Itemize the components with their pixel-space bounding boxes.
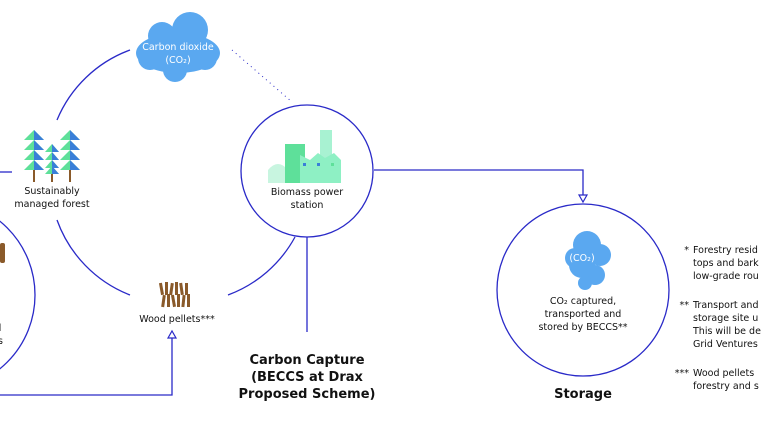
- footnote-2: **Transport and storage site u This will…: [679, 300, 761, 350]
- station-to-storage-line: [374, 169, 584, 195]
- wood-pellets-label: Wood pellets***: [139, 314, 215, 325]
- power-station-label: Biomass power station: [270, 187, 344, 211]
- co2-cloud-label: Carbon dioxide (CO₂): [142, 42, 214, 66]
- cloud-icon: [136, 12, 220, 82]
- log-icon: [0, 243, 5, 263]
- storage-description: CO₂ captured, transported and stored by …: [538, 296, 628, 333]
- cycle-arc-bottom-right: [227, 236, 296, 296]
- wood-pellets-icon: [158, 282, 190, 308]
- power-station-icon: [268, 130, 341, 183]
- storage-cloud-label: (CO₂): [569, 253, 595, 264]
- storage-cloud-icon: [565, 231, 611, 290]
- footnote-3: ***Wood pellets forestry and s: [674, 368, 759, 392]
- carbon-capture-title: Carbon Capture (BECCS at Drax Proposed S…: [238, 353, 376, 402]
- storage-title: Storage: [554, 387, 612, 402]
- arrow-up-icon: [166, 329, 178, 339]
- forest-label: Sustainably managed forest: [14, 186, 90, 210]
- residues-to-pellets-line: [0, 338, 173, 396]
- storage-circle: [496, 203, 670, 377]
- arrow-down-icon: [577, 194, 589, 204]
- left-fragment-label: l s: [0, 323, 3, 347]
- cycle-arc-top-left: [56, 49, 131, 121]
- left-source-circle: [0, 220, 36, 370]
- dotted-emission-line: [231, 49, 293, 103]
- cycle-arc-bottom-left: [56, 219, 131, 296]
- forest-trees-icon: [24, 130, 80, 182]
- footnote-1: *Forestry resid tops and bark low-grade …: [684, 245, 759, 282]
